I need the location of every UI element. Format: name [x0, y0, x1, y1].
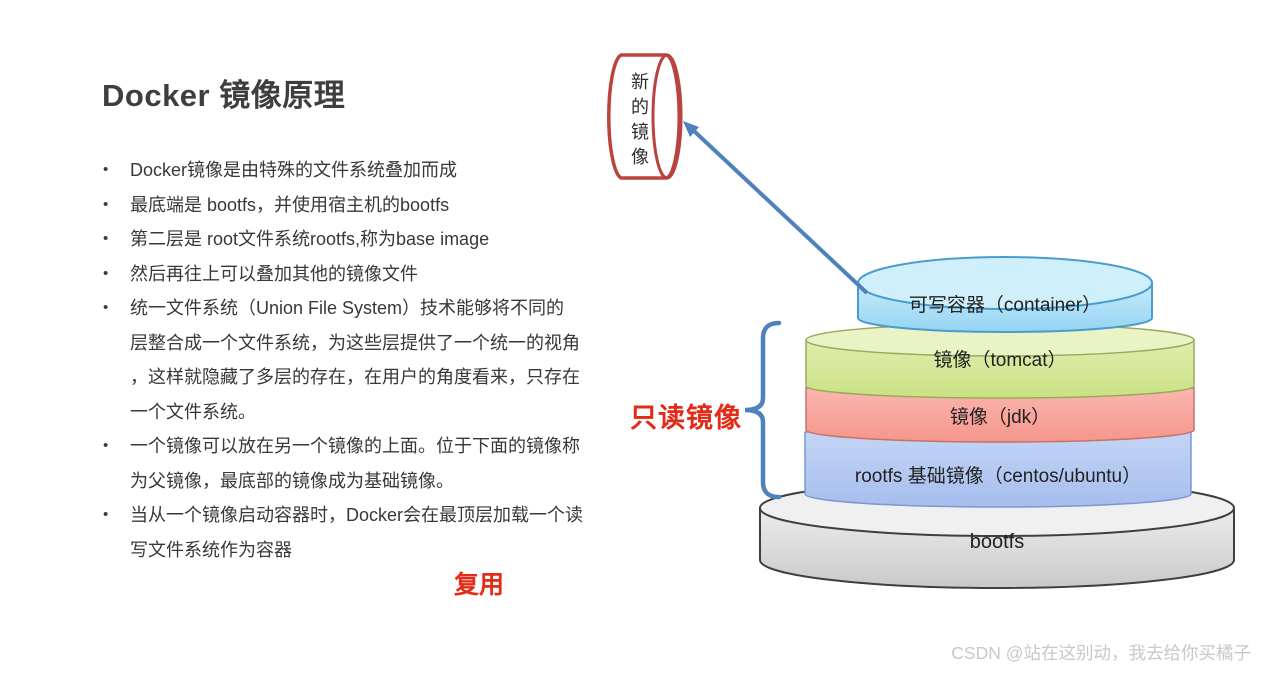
commit-arrow-head: [683, 121, 699, 137]
bullet-item: • 然后再往上可以叠加其他的镜像文件: [103, 257, 648, 292]
reuse-label: 复用: [454, 571, 505, 599]
commit-arrow-line: [692, 129, 869, 295]
bullet-dot-icon: •: [103, 230, 109, 247]
bullet-dot-icon: •: [103, 299, 109, 316]
bullet-item: • Docker镜像是由特殊的文件系统叠加而成: [103, 153, 648, 188]
bullet-list: • Docker镜像是由特殊的文件系统叠加而成 • 最底端是 bootfs，并使用宿主…: [103, 153, 648, 567]
bullet-dot-icon: •: [103, 161, 109, 178]
readonly-images-label: 只读镜像: [630, 403, 742, 433]
bullet-item: • 最底端是 bootfs，并使用宿主机的bootfs: [103, 188, 648, 223]
bullet-text: 然后再往上可以叠加其他的镜像文件: [130, 263, 418, 284]
layer-label-tomcat: 镜像（tomcat）: [933, 350, 1067, 371]
new-image-cylinder: [607, 53, 681, 180]
jdk-layer-shape: [805, 387, 1195, 443]
rootfs-layer-shape: [804, 431, 1192, 508]
bullet-item: • 一个镜像可以放在另一个镜像的上面。位于下面的镜像称为父镜像，最底部的镜像成为基…: [103, 429, 648, 498]
layer-label-rootfs: rootfs 基础镜像（centos/ubuntu）: [854, 466, 1142, 487]
layer-label-bootfs: bootfs: [969, 531, 1025, 553]
page-title: Docker 镜像原理: [102, 78, 346, 113]
bullet-text: 一个镜像可以放在另一个镜像的上面。位于下面的镜像称为父镜像，最底部的镜像成为基础…: [130, 436, 580, 491]
layer-label-container: 可写容器（container）: [908, 295, 1102, 316]
readonly-brace: [744, 320, 782, 500]
bullet-text: 当从一个镜像启动容器时，Docker会在最顶层加载一个读写文件系统作为容器: [130, 505, 584, 560]
bullet-text: 最底端是 bootfs，并使用宿主机的bootfs: [130, 194, 450, 215]
watermark: CSDN @站在这别动，我去给你买橘子: [951, 643, 1251, 663]
bullet-text: 统一文件系统（Union File System）技术能够将不同的层整合成一个文…: [130, 298, 580, 422]
new-image-cylinder-cap: [651, 53, 683, 180]
new-image-label: 新的镜像: [629, 72, 649, 172]
bullet-item: • 统一文件系统（Union File System）技术能够将不同的层整合成一个…: [103, 291, 648, 429]
bullet-dot-icon: •: [103, 264, 109, 282]
bullet-text: 第二层是 root文件系统rootfs,称为base image: [130, 229, 490, 249]
bullet-item: • 第二层是 root文件系统rootfs,称为base image: [103, 222, 648, 257]
bullet-dot-icon: •: [103, 195, 109, 213]
bullet-dot-icon: •: [103, 506, 109, 523]
bullet-dot-icon: •: [103, 437, 109, 454]
bullet-text: Docker镜像是由特殊的文件系统叠加而成: [130, 160, 458, 180]
bullet-item: • 当从一个镜像启动容器时，Docker会在最顶层加载一个读写文件系统作为容器: [103, 498, 648, 567]
layer-label-jdk: 镜像（jdk）: [949, 407, 1051, 428]
